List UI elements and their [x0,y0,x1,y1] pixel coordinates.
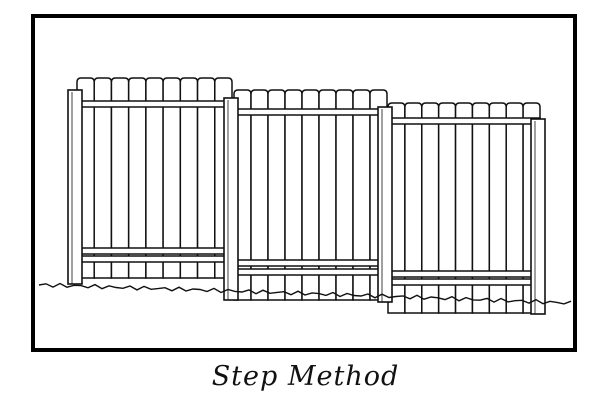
bottom-rail [387,270,541,278]
step-fence-illustration [38,77,572,315]
fence-post [530,118,546,315]
fence-post [377,106,393,303]
ground-line [38,282,572,305]
kick-rail [387,278,541,286]
bottom-rail [76,247,233,255]
fence-posts [67,89,546,315]
kick-rail [233,268,388,276]
figure-frame [31,14,577,352]
kick-rail [76,255,233,263]
bottom-rail [233,259,388,267]
top-rail [387,117,541,125]
top-rail [233,108,388,116]
fence-post [67,89,83,285]
fence-post [223,97,239,301]
top-rail [76,100,233,108]
figure-caption: Step Method [211,361,400,392]
